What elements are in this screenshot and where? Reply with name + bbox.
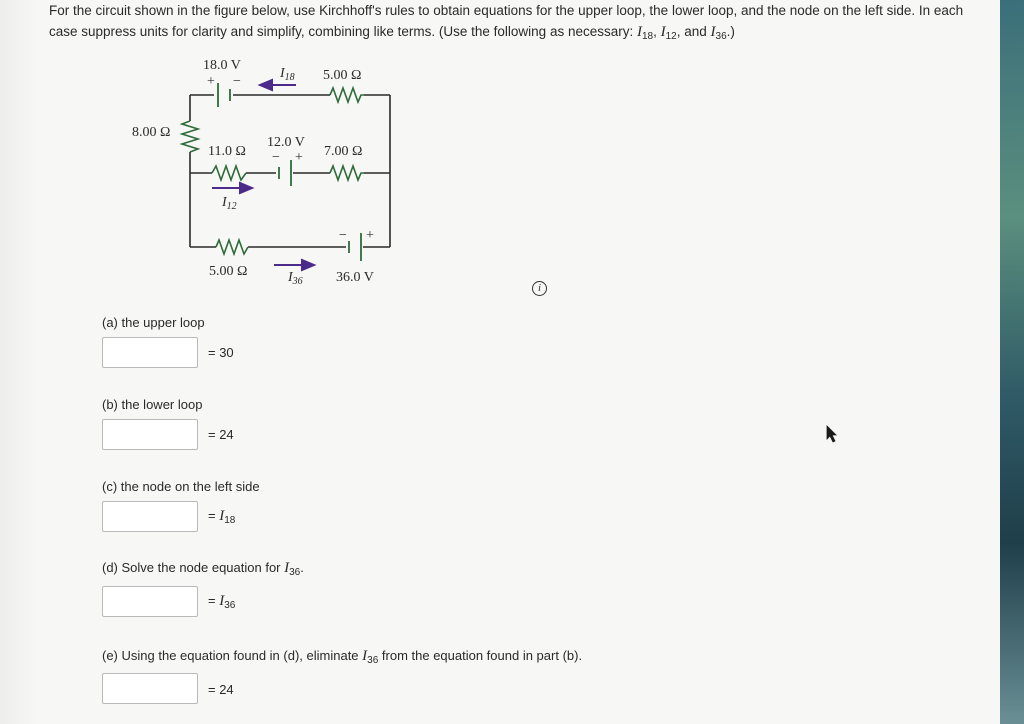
part-b-label: (b) the lower loop [102,397,203,412]
part-d-label-sub: 36 [289,567,301,578]
page-shadow [0,0,40,724]
label-plus-right: + [366,228,374,243]
part-d-label-end: . [300,560,304,575]
label-r-mid-left: 11.0 Ω [208,144,246,159]
arrow-i12-head [239,181,255,195]
label-r-top: 5.00 Ω [323,68,361,83]
current-arrows [212,78,317,272]
part-d-label: (d) Solve the node equation for I36. [102,560,304,578]
var-i12: I [660,24,666,40]
part-e-rhs: = 24 [208,682,234,697]
part-e-label-end: from the equation found in part (b). [378,648,583,663]
part-d-rhs-prefix: = [208,593,220,608]
label-plus-mid: + [295,150,303,165]
label-r-mid-right: 7.00 Ω [324,144,362,159]
part-d-label-var: I [284,560,290,576]
resistor-left [179,120,201,153]
part-e-answer-input[interactable] [102,673,198,704]
var-i36-sub: 36 [715,31,727,42]
resistor-mid-left [211,163,247,183]
part-e-label: (e) Using the equation found in (d), eli… [102,648,582,666]
part-a-label: (a) the upper loop [102,315,205,330]
question-text: For the circuit shown in the figure belo… [49,0,979,47]
label-emf-right: 36.0 V [336,270,374,285]
arrow-i18-head [257,78,273,92]
part-c-answer-input[interactable] [102,501,198,532]
current-mid-symbol: I [221,195,228,210]
part-d-rhs-var: I [219,593,225,609]
label-minus-right: − [339,228,347,243]
part-b-answer-input[interactable] [102,419,198,450]
circuit-diagram: 18.0 V + − I18 5.00 Ω 8.00 Ω 11.0 Ω 12.0… [132,58,391,287]
part-c-label: (c) the node on the left side [102,479,260,494]
label-current-top: I18 [279,66,295,83]
var-i12-sub: 12 [665,31,677,42]
question-sep: , [653,24,661,39]
info-icon[interactable]: i [532,281,547,296]
part-e-label-text: (e) Using the equation found in (d), eli… [102,648,363,663]
current-top-symbol: I [279,66,286,81]
var-i18: I [636,24,642,40]
current-mid-sub: 12 [227,201,237,212]
label-current-bottom: I36 [287,270,303,287]
label-minus-top: − [233,74,241,89]
var-i36: I [710,24,716,40]
part-b-rhs: = 24 [208,427,234,442]
part-d-rhs-sub: 36 [224,600,236,611]
question-body: For the circuit shown in the figure belo… [49,3,964,39]
label-minus-mid: − [272,150,280,165]
resistor-bottom [215,237,249,257]
batteries [217,83,362,261]
label-r-bottom: 5.00 Ω [209,264,247,279]
label-plus-top: + [207,74,215,89]
label-current-mid: I12 [221,195,237,212]
part-c-rhs-prefix: = [208,508,220,523]
part-c-rhs-var: I [219,508,225,524]
var-i18-sub: 18 [641,31,654,42]
resistor-top [329,85,364,105]
current-top-sub: 18 [285,72,295,83]
label-emf-top: 18.0 V [203,58,241,73]
part-c-rhs: = I18 [208,508,235,526]
circuit-wires [189,94,391,248]
part-a-answer-input[interactable] [102,337,198,368]
mouse-pointer-icon [826,425,837,443]
part-d-answer-input[interactable] [102,586,198,617]
resistors [179,85,364,257]
question-sep: , and [676,24,711,39]
resistor-mid-right [329,163,364,183]
part-d-label-text: (d) Solve the node equation for [102,560,285,575]
current-bottom-symbol: I [287,270,294,285]
label-emf-mid: 12.0 V [267,135,305,150]
part-e-label-var: I [362,648,368,664]
current-bottom-sub: 36 [292,276,303,287]
label-r-left: 8.00 Ω [132,125,170,140]
part-e-label-sub: 36 [367,655,379,666]
part-a-rhs: = 30 [208,345,234,360]
question-end: .) [726,24,735,39]
arrow-i36-head [301,258,317,272]
part-c-rhs-sub: 18 [224,515,236,526]
part-d-rhs: = I36 [208,593,235,611]
background-edge [1000,0,1024,724]
